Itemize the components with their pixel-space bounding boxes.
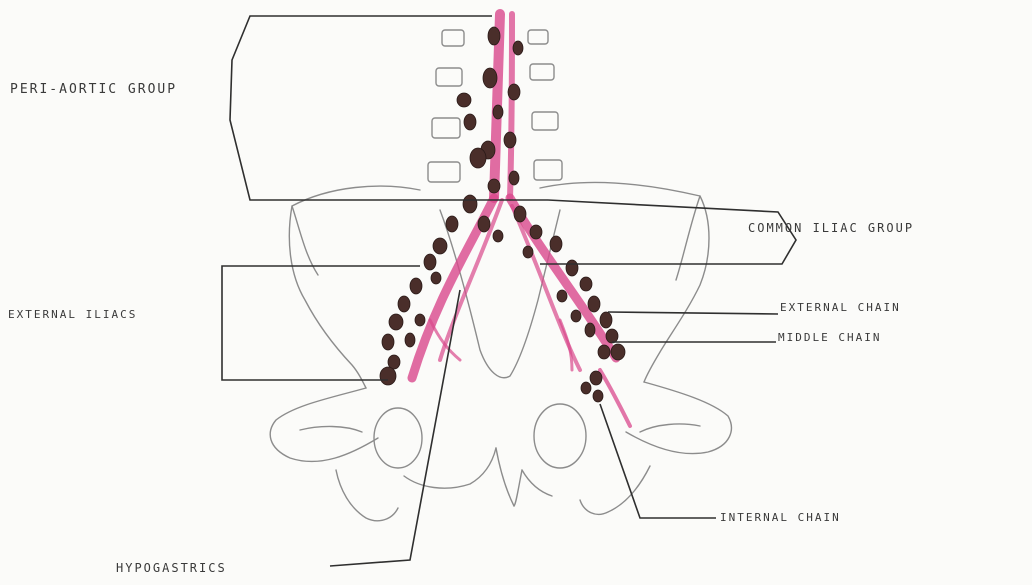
lymph-node	[431, 272, 441, 284]
lymph-node	[557, 290, 567, 302]
lymph-node	[590, 371, 602, 385]
lymph-node	[488, 27, 500, 45]
lymph-node	[585, 323, 595, 337]
lymph-node	[415, 314, 425, 326]
lymph-node	[457, 93, 471, 107]
lymph-node	[566, 260, 578, 276]
lymph-node	[580, 277, 592, 291]
lymph-node	[463, 195, 477, 213]
lymph-node	[488, 179, 500, 193]
lymph-node	[523, 246, 533, 258]
lymph-node	[598, 345, 610, 359]
lymph-node	[483, 68, 497, 88]
lymph-node	[600, 312, 612, 328]
label-hypogastrics: HYPOGASTRICS	[116, 561, 227, 575]
lymph-node	[530, 225, 542, 239]
lymph-node	[433, 238, 447, 254]
lymph-node	[550, 236, 562, 252]
lymph-node	[514, 206, 526, 222]
label-internal-chain: INTERNAL CHAIN	[720, 511, 841, 524]
label-common-iliac-group: COMMON ILIAC GROUP	[748, 221, 914, 235]
label-external-chain: EXTERNAL CHAIN	[780, 301, 901, 314]
lymph-node	[380, 367, 396, 385]
lymph-node	[464, 114, 476, 130]
lymph-node	[571, 310, 581, 322]
leader-external-chain	[608, 312, 778, 314]
lymph-node	[382, 334, 394, 350]
lymph-node	[493, 230, 503, 242]
lymph-node	[504, 132, 516, 148]
lymph-node	[493, 105, 503, 119]
label-peri-aortic-group: PERI-AORTIC GROUP	[10, 82, 177, 97]
lymph-node	[606, 329, 618, 343]
lymph-node	[470, 148, 486, 168]
label-middle-chain: MIDDLE CHAIN	[778, 331, 881, 344]
lymph-node	[424, 254, 436, 270]
lymph-node	[478, 216, 490, 232]
lymph-node	[588, 296, 600, 312]
lymph-node	[581, 382, 591, 394]
lymph-node	[593, 390, 603, 402]
lymph-node	[611, 344, 625, 360]
lymph-node	[446, 216, 458, 232]
lymph-node	[389, 314, 403, 330]
lymph-node	[508, 84, 520, 100]
label-external-iliacs: EXTERNAL ILIACS	[8, 308, 137, 321]
lymph-node	[513, 41, 523, 55]
lymph-node	[405, 333, 415, 347]
lymph-node	[398, 296, 410, 312]
lymph-node	[509, 171, 519, 185]
lymph-node	[410, 278, 422, 294]
leader-internal-chain	[600, 404, 716, 518]
